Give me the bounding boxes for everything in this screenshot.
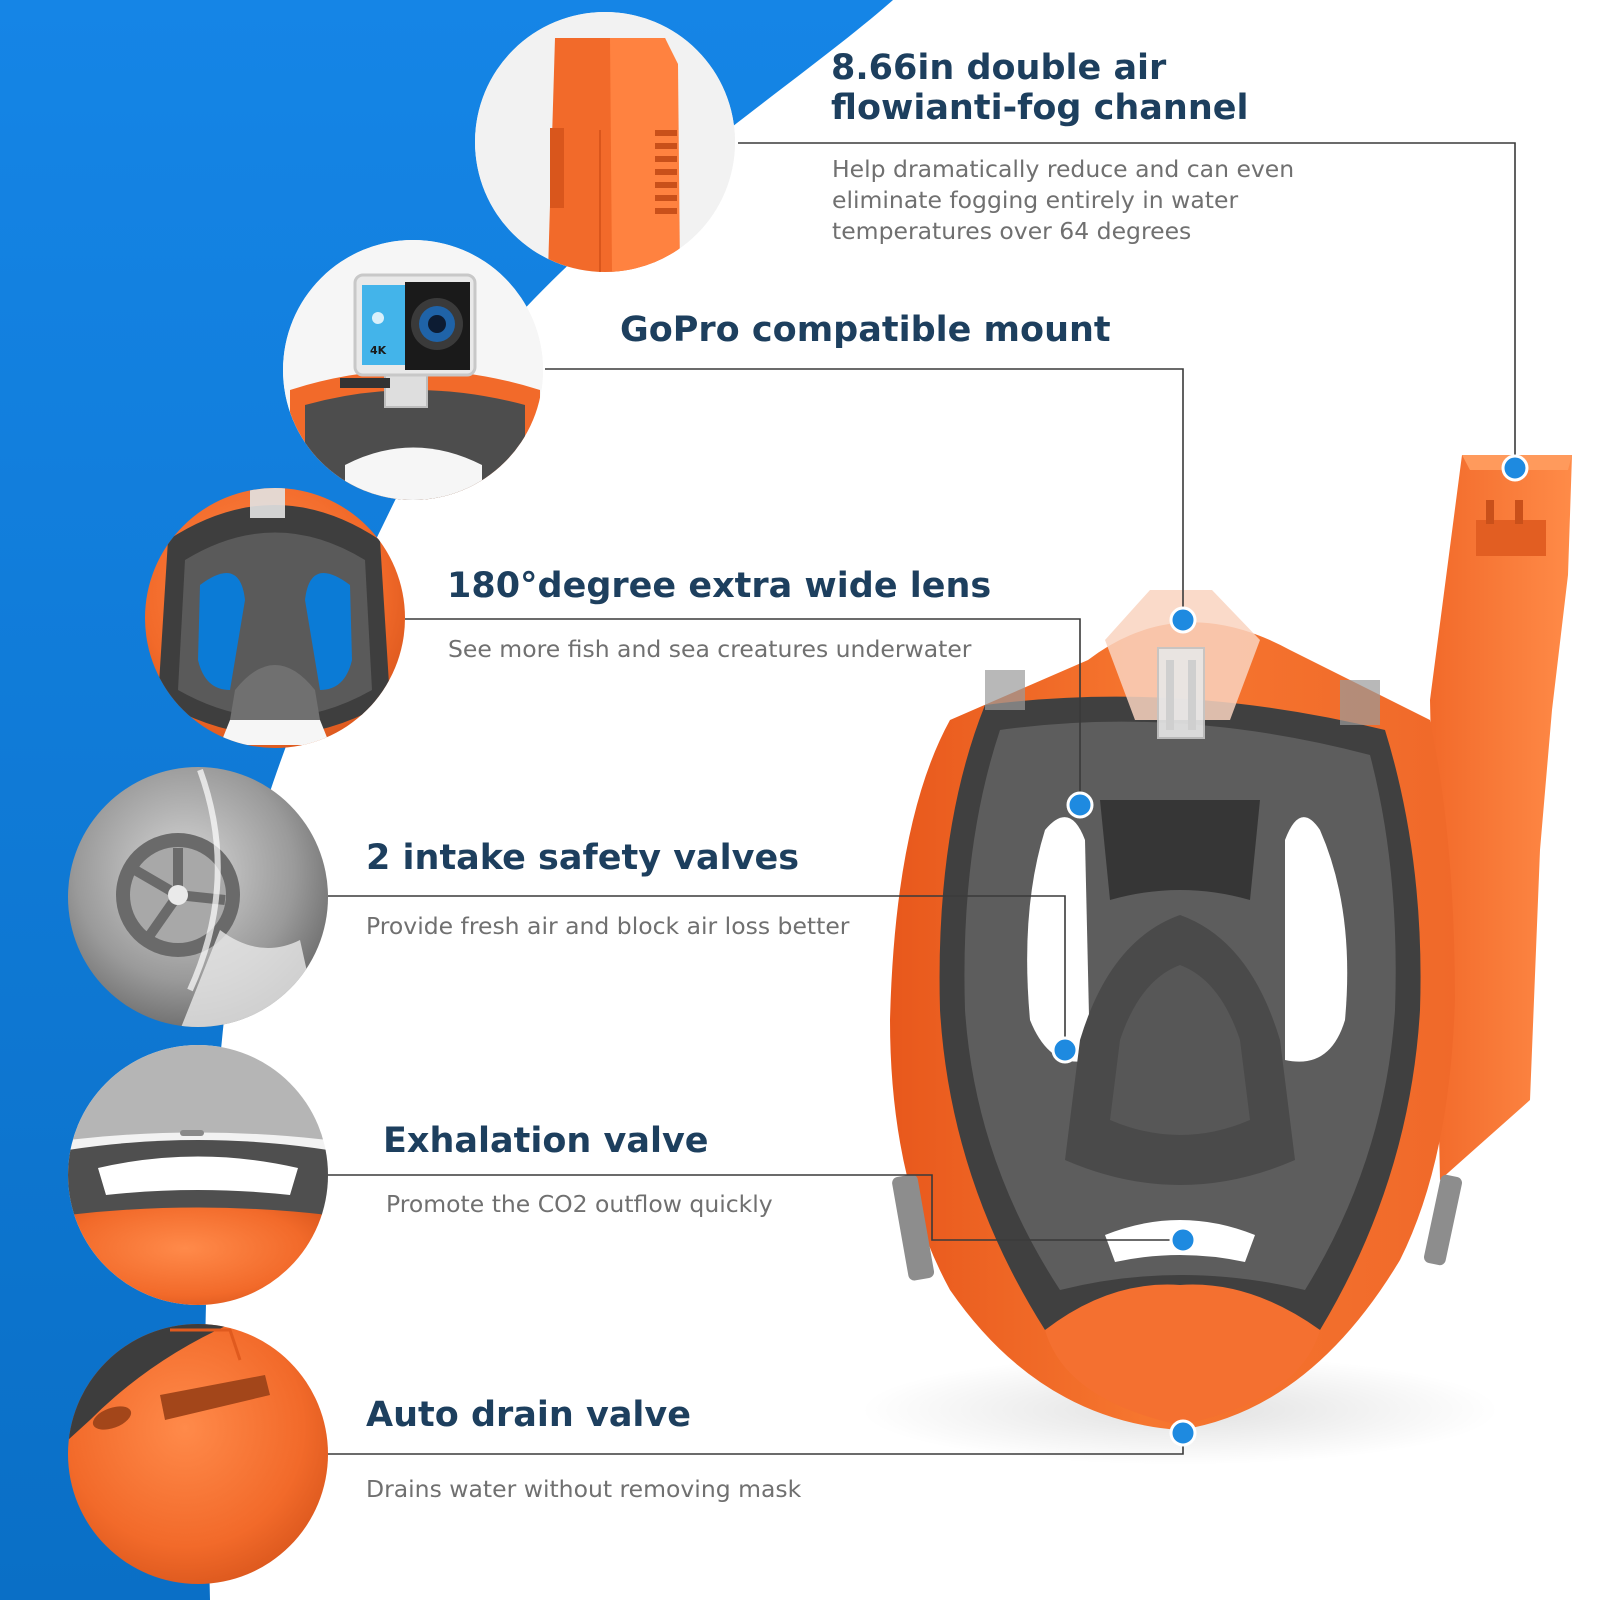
callout-line-intake (328, 895, 1066, 1050)
callout-dots (1051, 454, 1529, 1447)
callout-dot-intake (1051, 1036, 1079, 1064)
feature-desc-intake-valves: Provide fresh air and block air loss bet… (366, 912, 850, 940)
action-camera-icon: 4K (283, 240, 543, 500)
callout-line-lens (405, 618, 1081, 805)
feature-title-intake-valves: 2 intake safety valves (366, 838, 800, 878)
feature-title-gopro-mount: GoPro compatible mount (620, 310, 1111, 350)
wide-lens-icon (145, 488, 405, 748)
background-blue-wedge (0, 0, 893, 1600)
anti-fog-channel-icon (475, 12, 735, 272)
feature-desc-wide-lens: See more fish and sea creatures underwat… (448, 635, 972, 663)
feature-desc-exhalation-valve: Promote the CO2 outflow quickly (386, 1190, 773, 1218)
feature-title-drain-valve: Auto drain valve (366, 1395, 691, 1435)
snorkel-mask-photo (860, 455, 1572, 1465)
exhalation-valve-icon (68, 1045, 328, 1305)
camera-badge: 4K (370, 344, 387, 357)
drain-valve-icon (68, 1324, 328, 1584)
callout-line-exhalation (328, 1174, 1183, 1241)
callout-dot-exhalation (1169, 1226, 1197, 1254)
callout-dot-gopro (1169, 606, 1197, 634)
feature-title-exhalation-valve: Exhalation valve (383, 1121, 709, 1161)
callout-lines (328, 142, 1516, 1455)
callout-line-gopro (545, 368, 1184, 620)
callout-dot-lens (1066, 791, 1094, 819)
callout-dot-anti-fog (1501, 454, 1529, 482)
feature-desc-drain-valve: Drains water without removing mask (366, 1475, 802, 1503)
feature-title-wide-lens: 180°degree extra wide lens (447, 566, 992, 606)
intake-valve-icon (68, 767, 328, 1027)
callout-line-anti-fog (738, 142, 1516, 468)
feature-desc-anti-fog-channel: Help dramatically reduce and can even el… (832, 155, 1295, 245)
callout-dot-drain (1169, 1419, 1197, 1447)
feature-title-anti-fog-channel: 8.66in double air flowianti-fog channel (831, 48, 1249, 128)
